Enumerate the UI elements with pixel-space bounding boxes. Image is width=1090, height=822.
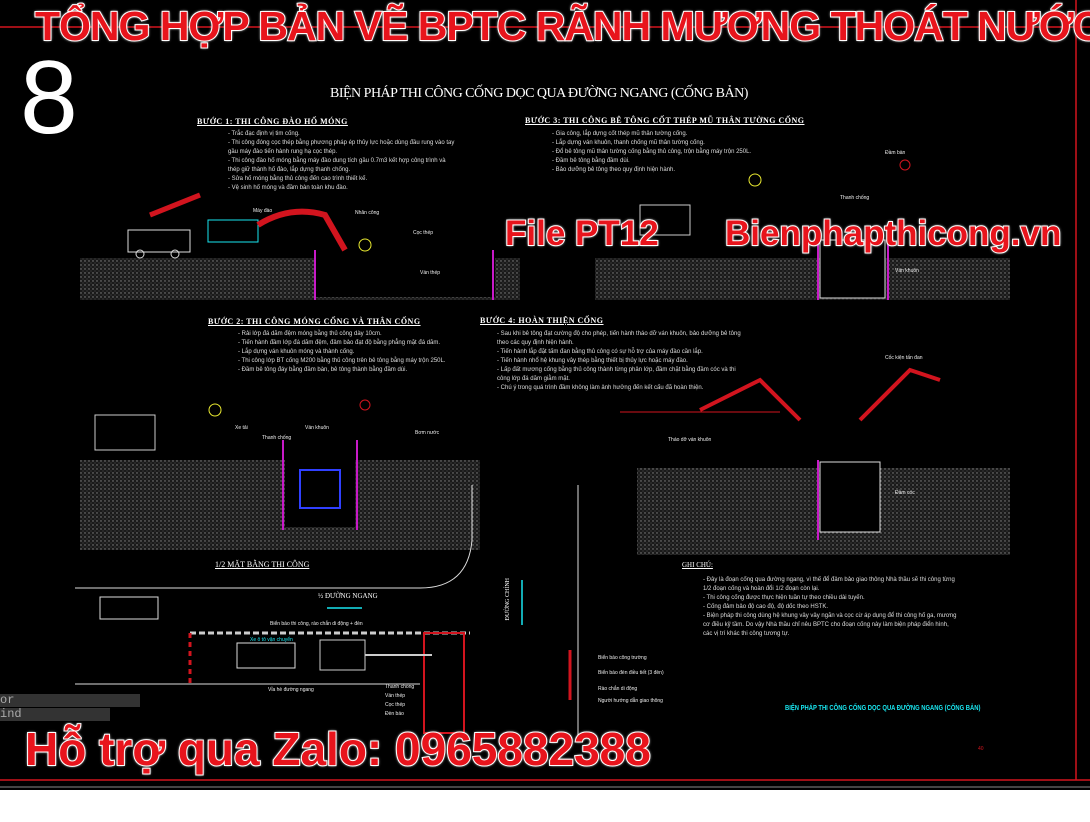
label-strut-2: Thanh chống [262,435,292,441]
step4-header: BƯỚC 4: HOÀN THIỆN CỐNG [480,316,604,325]
label-slab-lift: Cốc kiện tấn đan [885,355,923,361]
sheet-number-large: 8 [20,40,78,156]
step2-sketch [80,399,480,550]
step2-header: BƯỚC 2: THI CÔNG MÓNG CỐNG VÀ THÂN CỐNG [208,317,421,326]
label-steel-pile: Cọc thép [413,230,434,236]
bullet: - Tiến hành lắp đặt tấm đan bằng thủ côn… [497,349,703,355]
file-label: File PT12 [504,214,660,253]
bullet: - Rải lớp đá dăm đệm móng bằng thủ công … [238,331,382,337]
note-item: - Đây là đoạn cống qua đường ngang, vì t… [703,577,955,592]
drawing-title: BIỆN PHÁP THI CÔNG CỐNG DỌC QUA ĐƯỜNG NG… [330,86,748,101]
bullet: - Chú ý trong quá trình đầm không làm ản… [497,385,704,391]
label-worker: Nhân công [355,210,380,216]
drawing-graphics [0,0,1090,788]
bullet: - Thi công đào hố móng bằng máy đào dung… [228,158,446,173]
step4-bullets: - Sau khi bê tông đạt cường độ cho phép,… [497,330,742,393]
bullet: - Gia công, lắp dựng cốt thép mũ thân tư… [552,131,688,137]
bullet: - Tiến hành nhổ hệ khung vây thép bằng t… [497,358,688,364]
bullet: - Đổ bê tông mũ thân tường cống bằng thủ… [552,149,752,155]
plan-truck-label: Xe ô tô vận chuyển [250,637,293,643]
bullet: - Trắc đạc định vị tim cống. [228,131,300,137]
legend-item: Rào chắn di động [598,686,638,692]
support-contact: Hỗ trợ qua Zalo: 0965882388 [24,723,652,775]
plan-callout: Thanh chống [385,684,415,690]
bullet: - Vệ sinh hố móng và đầm bàn toàn khu đà… [228,185,348,191]
legend-item: Người hướng dẫn giao thông [598,698,663,704]
command-line-2: ind [0,708,110,721]
bullet: - Lấp đất mương cống bằng thủ công thành… [497,367,736,382]
plan-title: 1/2 MẶT BẰNG THI CÔNG [215,560,310,569]
label-steel-sheet: Ván thép [420,270,441,276]
sheet-number: 40 [978,746,984,752]
site-plan [75,485,579,740]
label-rammer: Đầm cóc [895,490,915,496]
website-label: Bienphapthicong.vn [724,214,1062,253]
bullet: - Thi công lớp BT cống M200 bằng thủ côn… [238,358,446,364]
label-formwork: Ván khuôn [895,268,919,274]
note-item: - Thi công cống được thực hiện tuần tự t… [703,595,865,601]
plan-callout: Đèn báo [385,711,404,717]
bullet: - Bảo dưỡng bê tông theo quy định hiện h… [552,167,676,173]
bullet: - Đầm bê tông đáy bằng đầm bàn, bê tông … [238,367,408,373]
plan-barrier-label: Biển báo thi công, rào chắn di động + đè… [270,621,363,627]
label-pump: Bơm nước [415,430,440,436]
label-formwork-2: Ván khuôn [305,425,329,431]
bullet: - Thi công đóng cọc thép bằng phương phá… [228,140,455,155]
legend-item: Biển báo đèn điều tiết (3 đèn) [598,670,664,676]
cad-drawing-canvas: TỔNG HỢP BẢN VẼ BPTC RÃNH MƯƠNG THOÁT NƯ… [0,0,1090,790]
stamp-title: BIỆN PHÁP THI CÔNG CỐNG DỌC QUA ĐƯỜNG NG… [785,703,981,712]
step1-sketch [80,192,520,300]
plan-cross-road: ½ ĐƯỜNG NGANG [318,592,378,600]
label-remove-formwork: Tháo dỡ ván khuôn [668,437,712,443]
plan-callout: Ván thép [385,693,406,699]
bullet: - Sửa hố móng bằng thủ công đến cao trìn… [228,176,368,182]
bullet: - Đầm bê tông bằng đầm dùi. [552,158,630,164]
bullet: - Lắp dựng ván khuôn, thanh chống mũ thâ… [552,140,705,146]
step1-header: BƯỚC 1: THI CÔNG ĐÀO HỐ MÓNG [197,117,348,126]
legend-item: Biển báo công trường [598,655,647,661]
step3-bullets: - Gia công, lắp dựng cốt thép mũ thân tư… [552,130,751,175]
label-excavator: Máy đào [253,208,273,214]
notes-header: GHI CHÚ: [682,561,713,569]
plan-main-road: ĐƯỜNG CHÍNH [505,578,511,621]
bullet: - Tiến hành đầm lớp đá dăm đệm, đảm bảo … [238,340,441,346]
step1-bullets: - Trắc đạc định vị tim cống. - Thi công … [228,130,458,193]
bullet: - Sau khi bê tông đạt cường độ cho phép,… [497,331,741,346]
label-tamper: Đầm bàn [885,150,906,156]
step3-sketch [595,159,1010,300]
label-strut: Thanh chống [840,195,870,201]
plan-callout: Cọc thép [385,702,406,708]
notes-list: - Đây là đoạn cống qua đường ngang, vì t… [703,576,958,639]
step4-sketch [620,367,1010,555]
note-item: - Cống đảm bảo độ cao độ, độ dốc theo HS… [703,604,829,610]
label-truck: Xe tải [235,425,248,431]
plan-edge-label: Vỉa hè đường ngang [268,687,314,693]
step2-bullets: - Rải lớp đá dăm đệm móng bằng thủ công … [238,330,448,375]
banner-title: TỔNG HỢP BẢN VẼ BPTC RÃNH MƯƠNG THOÁT NƯ… [34,3,1090,49]
step3-header: BƯỚC 3: THI CÔNG BÊ TÔNG CỐT THÉP MŨ THÂ… [525,116,805,125]
note-item: - Biện pháp thi công dùng hệ khung vây v… [703,613,957,637]
bullet: - Lắp dựng ván khuôn móng và thành cống. [238,349,355,355]
command-line-1: or [0,694,140,707]
